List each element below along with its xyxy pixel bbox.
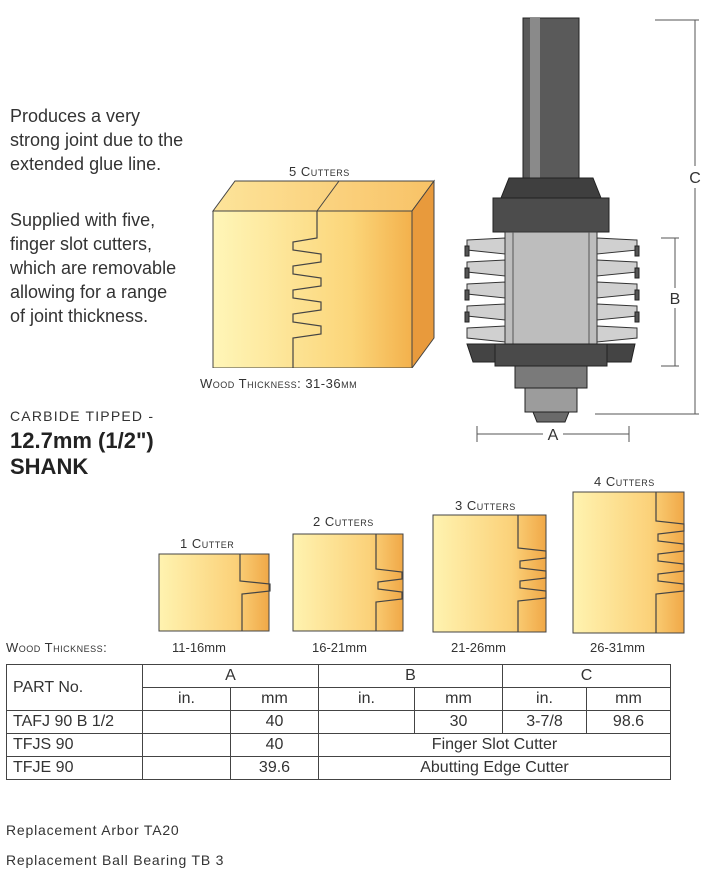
group-header-c: C (502, 664, 671, 688)
unit-a-in: in. (142, 687, 231, 711)
c-in-cell: 3-7/8 (502, 710, 587, 734)
joint-thickness-3: 21-26mm (451, 640, 506, 655)
main-block-illustration (212, 179, 435, 368)
cutter-type-note: Finger Slot Cutter (318, 733, 671, 757)
a-in-cell (142, 733, 231, 757)
a-mm-cell: 40 (230, 733, 319, 757)
product-subtitle: CARBIDE TIPPED - (10, 408, 155, 424)
joint-profile-3 (432, 514, 547, 633)
part-number: TFJE 90 (6, 756, 143, 780)
description-paragraph-1: Produces a very strong joint due to the … (10, 106, 184, 174)
joint-thickness-2: 16-21mm (312, 640, 367, 655)
b-mm-cell: 30 (414, 710, 503, 734)
description-paragraph-2: Supplied with five, finger slot cutters,… (10, 210, 177, 326)
unit-b-mm: mm (414, 687, 503, 711)
a-mm-cell: 39.6 (230, 756, 319, 780)
main-block-label: 5 Cutters (289, 164, 350, 179)
joint-thickness-1: 11-16mm (172, 640, 226, 655)
dimension-c-label: C (689, 170, 701, 187)
joint-profile-1 (158, 553, 271, 632)
spec-table: PART No. A B C in. mm in. mm in. mm TAFJ… (6, 664, 671, 780)
unit-a-mm: mm (230, 687, 319, 711)
table-row: TFJS 90 40 Finger Slot Cutter (6, 733, 671, 757)
joint-profile-2 (292, 533, 404, 632)
part-number: TAFJ 90 B 1/2 (6, 710, 143, 734)
wood-thickness-label: Wood Thickness: (6, 640, 108, 655)
table-row: TAFJ 90 B 1/2 40 30 3-7/8 98.6 (6, 710, 671, 734)
joint-thickness-4: 26-31mm (590, 640, 645, 655)
table-row: TFJE 90 39.6 Abutting Edge Cutter (6, 756, 671, 780)
group-header-b: B (318, 664, 503, 688)
joint-label-2: 2 Cutters (313, 514, 374, 529)
product-title-line-1: 12.7mm (1/2") (10, 428, 154, 453)
cutter-type-note: Abutting Edge Cutter (318, 756, 671, 780)
unit-b-in: in. (318, 687, 415, 711)
part-number: TFJS 90 (6, 733, 143, 757)
a-in-cell (142, 710, 231, 734)
router-bit-illustration: C B A (464, 17, 705, 444)
dimension-b-label: B (670, 291, 681, 308)
a-mm-cell: 40 (230, 710, 319, 734)
unit-c-mm: mm (586, 687, 671, 711)
joint-label-3: 3 Cutters (455, 498, 516, 513)
a-in-cell (142, 756, 231, 780)
dimension-a-label: A (548, 427, 559, 444)
replacement-arbor: Replacement Arbor TA20 (6, 822, 180, 838)
b-in-cell (318, 710, 415, 734)
main-block-thickness: Wood Thickness: 31-36mm (200, 376, 358, 391)
unit-c-in: in. (502, 687, 587, 711)
product-title-line-2: SHANK (10, 454, 89, 479)
part-header: PART No. (6, 664, 143, 711)
joint-label-1: 1 Cutter (180, 536, 235, 551)
table-units-row: in. mm in. mm in. mm (7, 687, 671, 711)
joint-profile-4 (572, 491, 685, 634)
replacement-bearing: Replacement Ball Bearing TB 3 (6, 852, 225, 868)
joint-label-4: 4 Cutters (594, 474, 655, 489)
c-mm-cell: 98.6 (586, 710, 671, 734)
table-header-row: PART No. A B C (6, 664, 671, 711)
group-header-a: A (142, 664, 319, 688)
